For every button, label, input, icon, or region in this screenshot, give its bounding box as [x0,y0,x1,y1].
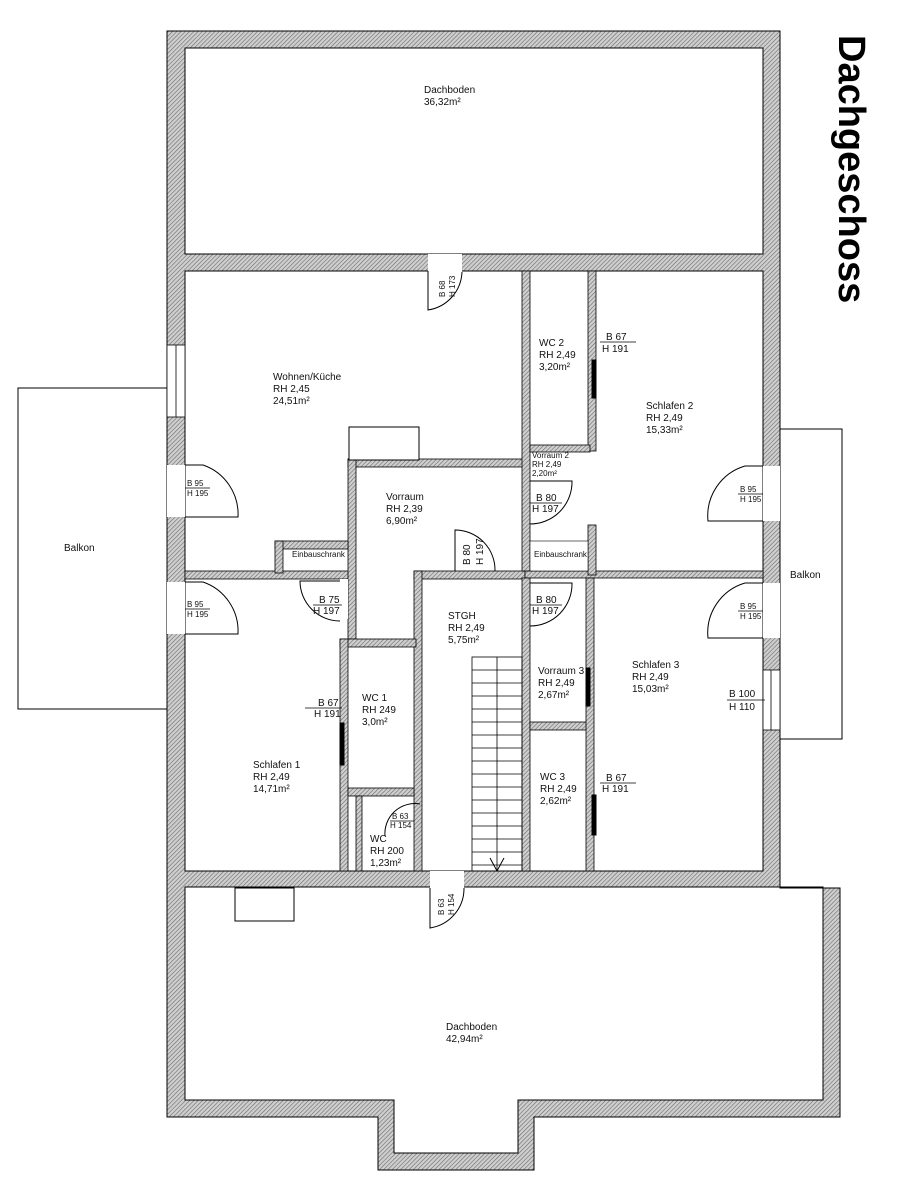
door-schlafen2-balkon-h: H 195 [740,495,762,504]
door-wc2-b: B 67 [606,332,627,343]
room-wc-name: WC [370,834,387,845]
door-vorraum2-h: H 197 [532,504,559,515]
door-top-h: H 173 [448,275,457,297]
room-vorraum-area: 6,90m² [386,516,418,527]
room-wohnen-rh: RH 2,45 [273,384,310,395]
door-vorraum2-b: B 80 [536,493,557,504]
room-schlafen3-rh: RH 2,49 [632,672,669,683]
door-wc2-h: H 191 [602,344,629,355]
room-vorraum2-name: Vorraum 2 [532,451,569,460]
room-wc3-name: WC 3 [540,772,565,783]
einbauschrank-2-frame [529,540,589,572]
interior-walls [184,270,764,872]
room-schlafen3-name: Schlafen 3 [632,660,680,671]
outer-walls [166,30,841,1171]
room-wc1-rh: RH 249 [362,705,396,716]
room-wc-rh: RH 200 [370,846,404,857]
room-labels: Dachboden 36,32m² Wohnen/Küche RH 2,45 2… [64,85,821,1045]
room-vorraum3-name: Vorraum 3 [538,666,585,677]
plan-title: Dachgeschoss [830,35,872,303]
door-vorraum3-h: H 197 [532,606,559,617]
door-leaders [185,341,765,822]
room-wohnen-area: 24,51m² [273,396,310,407]
shaft-box [348,426,420,461]
doors [167,254,780,929]
room-schlafen2-area: 15,33m² [646,425,683,436]
door-wc-h: H 154 [390,821,412,830]
room-balkon-left-name: Balkon [64,543,95,554]
room-wc2-rh: RH 2,49 [539,350,576,361]
door-wc3-b: B 67 [606,773,627,784]
shaft-box-bottom [234,887,295,922]
balkon-left [17,387,169,710]
room-wc-area: 1,23m² [370,858,402,869]
door-schlafen1-balkon-h: H 195 [187,610,209,619]
door-wohnen-balkon-b: B 95 [187,479,204,488]
room-dachboden-top-name: Dachboden [424,85,475,96]
room-vorraum2-rh: RH 2,49 [532,460,562,469]
room-schlafen1-area: 14,71m² [253,784,290,795]
room-schlafen3-area: 15,03m² [632,684,669,695]
door-top-b: B 68 [438,280,447,297]
room-balkon-right-name: Balkon [790,570,821,581]
room-vorraum3-area: 2,67m² [538,690,570,701]
room-wohnen-name: Wohnen/Küche [273,372,342,383]
door-schlafen1-balkon-b: B 95 [187,600,204,609]
room-stgh-name: STGH [448,611,476,622]
door-vorraum-stgh-b: B 80 [462,544,473,565]
room-vorraum-name: Vorraum [386,492,424,503]
room-wc1-name: WC 1 [362,693,387,704]
room-wc2-area: 3,20m² [539,362,571,373]
room-einbau1-name: Einbauschrank [292,550,346,559]
door-vorraum3-b: B 80 [536,595,557,606]
door-wc-b: B 63 [392,812,409,821]
room-wc3-rh: RH 2,49 [540,784,577,795]
door-bottom-b: B 63 [437,898,446,915]
door-bottom-h: H 154 [447,893,456,915]
door-wohnen-vorraum-b: B 75 [319,595,340,606]
balkon-right [777,428,843,740]
stair-arrow [489,857,505,873]
room-wc2-name: WC 2 [539,338,564,349]
room-stgh-rh: RH 2,49 [448,623,485,634]
door-wc3-h: H 191 [602,784,629,795]
door-schlafen3-balkon-h: H 195 [740,612,762,621]
room-dachboden-bottom-name: Dachboden [446,1022,497,1033]
door-tags: B 68 H 173 B 80 H 197 B 63 H 154 B 95 H … [187,275,762,915]
windows [166,344,781,731]
stair-steps [472,669,522,866]
room-einbau2-name: Einbauschrank [534,550,588,559]
room-schlafen1-rh: RH 2,49 [253,772,290,783]
window-schlafen3-b: B 100 [729,689,756,700]
room-wc3-area: 2,62m² [540,796,572,807]
room-wc1-area: 3,0m² [362,717,388,728]
room-vorraum3-rh: RH 2,49 [538,678,575,689]
door-wohnen-vorraum-h: H 197 [313,606,340,617]
door-schlafen3-balkon-b: B 95 [740,602,757,611]
room-schlafen2-name: Schlafen 2 [646,401,694,412]
room-schlafen2-rh: RH 2,49 [646,413,683,424]
window-schlafen3-h: H 110 [729,702,755,713]
room-dachboden-top-area: 36,32m² [424,97,461,108]
door-vorraum-stgh-h: H 197 [475,538,486,565]
room-stgh-area: 5,75m² [448,635,480,646]
door-wc1-h: H 191 [314,709,341,720]
room-vorraum2-area: 2,20m² [532,469,557,478]
room-vorraum-rh: RH 2,39 [386,504,423,515]
room-schlafen1-name: Schlafen 1 [253,760,301,771]
door-schlafen2-balkon-b: B 95 [740,485,757,494]
door-wc1-b: B 67 [318,698,339,709]
door-wohnen-balkon-h: H 195 [187,489,209,498]
room-dachboden-bottom-area: 42,94m² [446,1034,483,1045]
